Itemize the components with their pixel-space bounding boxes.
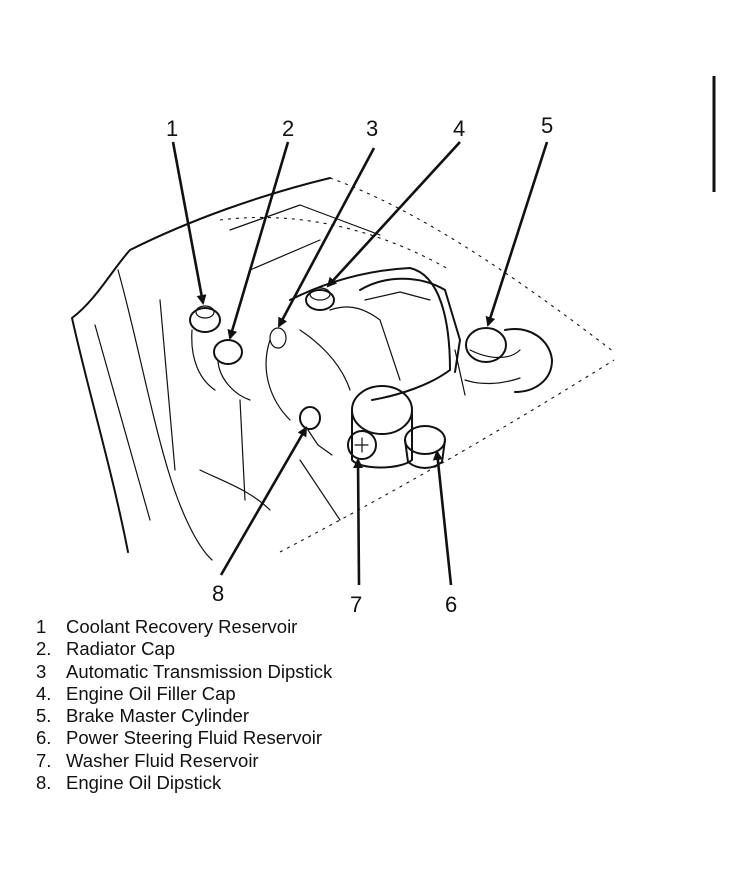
legend-item: 7. Washer Fluid Reservoir — [36, 750, 332, 772]
legend-number: 2. — [36, 638, 52, 660]
legend-number: 5. — [36, 705, 52, 727]
legend-number: 6. — [36, 727, 52, 749]
legend-label: Washer Fluid Reservoir — [66, 749, 259, 771]
leader-arrow-8 — [219, 426, 308, 576]
callout-4: 4 — [453, 116, 465, 141]
leader-arrow-4 — [326, 141, 461, 288]
legend-item: 5. Brake Master Cylinder — [36, 705, 332, 727]
legend-number: 1 — [36, 616, 47, 637]
legend-item: 6. Power Steering Fluid Reservoir — [36, 727, 332, 749]
leader-arrow-3 — [277, 147, 376, 328]
legend-number: 8. — [36, 772, 52, 794]
legend-item: 1 Coolant Recovery Reservoir — [36, 616, 332, 638]
leader-arrow-6 — [432, 450, 453, 586]
leader-arrow-2 — [227, 141, 290, 340]
callout-2: 2 — [282, 116, 294, 141]
callout-numbers: 1 2 3 4 5 8 7 6 — [166, 113, 553, 617]
legend-number: 3 — [36, 660, 47, 682]
legend-label: Power Steering Fluid Reservoir — [66, 727, 323, 749]
leader-arrow-1 — [171, 141, 207, 305]
legend-item: 4. Engine Oil Filler Cap — [36, 683, 332, 705]
legend-label: Automatic Transmission Dipstick — [66, 660, 333, 682]
callout-arrows — [171, 141, 549, 586]
callout-8: 8 — [212, 581, 224, 606]
engine-illustration — [71, 177, 615, 561]
callout-1: 1 — [166, 116, 178, 141]
legend-item: 3 Automatic Transmission Dipstick — [36, 661, 332, 683]
leader-arrow-5 — [485, 141, 549, 327]
legend-label: Radiator Cap — [66, 638, 176, 660]
legend-item: 8. Engine Oil Dipstick — [36, 772, 332, 794]
callout-7: 7 — [350, 592, 362, 617]
callout-6: 6 — [445, 592, 457, 617]
component-legend: 1 Coolant Recovery Reservoir 2. Radiator C… — [36, 616, 332, 794]
legend-label: Engine Oil Dipstick — [66, 772, 222, 794]
legend-label: Engine Oil Filler Cap — [66, 682, 236, 704]
legend-item: 2. Radiator Cap — [36, 638, 332, 660]
callout-3: 3 — [366, 116, 378, 141]
legend-number: 7. — [36, 749, 52, 771]
legend-label: Coolant Recovery Reservoir — [66, 616, 298, 637]
legend-label: Brake Master Cylinder — [66, 705, 250, 727]
leader-arrow-7 — [353, 458, 364, 586]
legend-number: 4. — [36, 682, 52, 704]
callout-5: 5 — [541, 113, 553, 138]
